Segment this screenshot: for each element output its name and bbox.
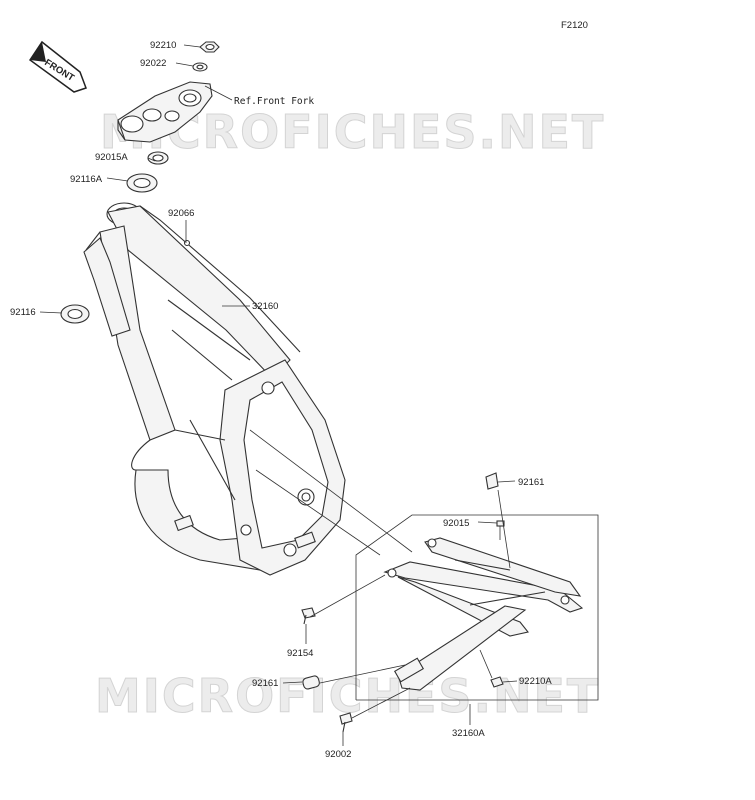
nut-92210 <box>199 41 220 53</box>
bolt-92015 <box>496 520 505 540</box>
seal-92116A <box>126 173 158 193</box>
label-92002: 92002 <box>325 749 351 760</box>
label-92066: 92066 <box>168 208 194 219</box>
collar-92161-bottom <box>302 675 320 690</box>
label-92116: 92116 <box>10 307 36 318</box>
bearing-92015A <box>147 151 169 165</box>
label-92210: 92210 <box>150 40 176 51</box>
label-32160A: 32160A <box>452 728 485 739</box>
steering-stem-clamp <box>117 81 213 143</box>
leader-lines <box>39 44 599 746</box>
figure-code: F2120 <box>561 20 588 31</box>
seal-92116 <box>60 304 90 324</box>
front-arrow-icon: FRONT <box>28 40 87 93</box>
label-92022: 92022 <box>140 58 166 69</box>
label-32160: 32160 <box>252 301 278 312</box>
label-92161-bottom: 92161 <box>252 678 278 689</box>
subframe-32160A <box>383 537 584 691</box>
clip-92161-top <box>485 472 499 490</box>
label-92015A: 92015A <box>95 152 128 163</box>
nut-92210A <box>490 676 504 688</box>
label-92116A: 92116A <box>70 174 103 185</box>
washer-inner-92022 <box>196 64 204 70</box>
label-92161-top: 92161 <box>518 477 544 488</box>
label-92210A: 92210A <box>519 676 552 687</box>
bolt-92154 <box>301 607 316 625</box>
main-frame-32160 <box>83 202 346 576</box>
label-ref-front-fork: Ref.Front Fork <box>234 96 314 107</box>
label-92154: 92154 <box>287 648 313 659</box>
bolt-92002 <box>339 712 353 733</box>
label-92015: 92015 <box>443 518 469 529</box>
